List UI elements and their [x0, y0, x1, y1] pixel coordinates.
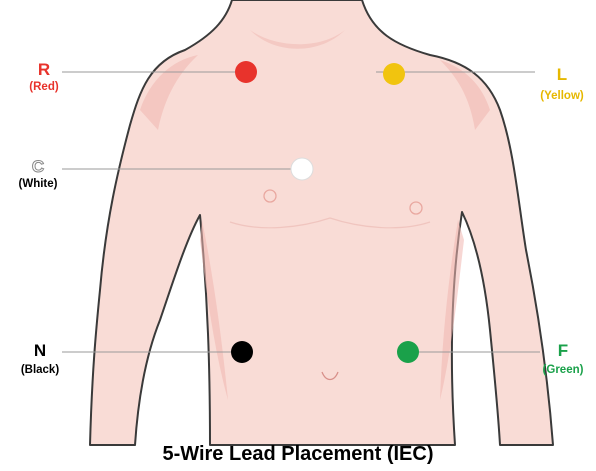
electrode-l — [383, 63, 405, 85]
electrode-c — [291, 158, 313, 180]
electrode-r — [235, 61, 257, 83]
lead-c-color-name: (White) — [0, 178, 78, 191]
torso-body — [90, 0, 553, 445]
lead-f-code: F — [523, 342, 596, 360]
lead-l-color-name: (Yellow) — [522, 90, 596, 103]
figure-caption: 5-Wire Lead Placement (IEC) — [0, 443, 596, 466]
lead-r-color-name: (Red) — [4, 81, 84, 94]
lead-f-color-name: (Green) — [523, 364, 596, 377]
electrode-f — [397, 341, 419, 363]
lead-n-code: N — [0, 342, 80, 360]
lead-c-code: C — [0, 158, 78, 176]
lead-r-code: R — [4, 61, 84, 79]
lead-n-color-name: (Black) — [0, 364, 80, 377]
electrode-n — [231, 341, 253, 363]
lead-l-code: L — [522, 66, 596, 84]
